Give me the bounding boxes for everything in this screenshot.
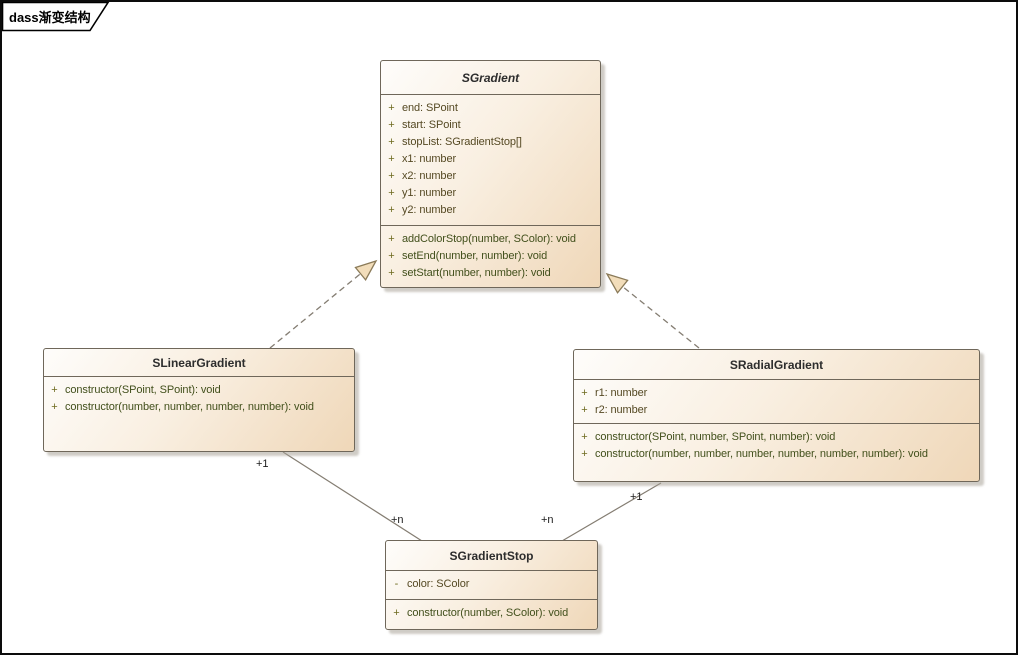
class-sgradient[interactable]: SGradient + end: SPoint + start: SPoint + sto… [380,60,601,288]
visibility-marker: + [51,401,58,413]
visibility-marker: + [388,153,395,165]
multiplicity-linear-source: +1 [256,458,269,470]
member-row: + start: SPoint [381,117,600,134]
member-text: y1: number [402,187,457,199]
visibility-marker: - [394,578,399,590]
member-row: + r1: number [574,385,979,402]
attributes-compartment-sradialgradient: + r1: number + r2: number [574,380,979,423]
visibility-marker: + [581,404,588,416]
association-radial-to-stop [561,482,662,542]
generalization-radial-to-sgradient [605,272,700,349]
member-text: constructor(number, number, number, numb… [65,401,314,413]
member-text: y2: number [402,204,457,216]
generalization-linear-to-sgradient [269,259,378,349]
visibility-marker: + [388,136,395,148]
class-title-sgradient: SGradient [381,61,600,95]
class-sradialgradient[interactable]: SRadialGradient + r1: number + r2: number +… [573,349,980,482]
member-text: r2: number [595,404,648,416]
visibility-marker: + [388,102,395,114]
member-row: + stopList: SGradientStop[] [381,134,600,151]
member-text: x1: number [402,153,457,165]
visibility-marker: + [388,267,395,279]
member-row: + constructor(number, number, number, num… [574,446,979,463]
multiplicity-linear-target: +n [391,514,404,526]
visibility-marker: + [51,384,58,396]
member-text: color: SColor [407,578,470,590]
class-title-sradialgradient: SRadialGradient [574,350,979,380]
member-row: + constructor(SPoint, SPoint): void [44,382,354,399]
visibility-marker: + [388,204,395,216]
member-row: + r2: number [574,402,979,419]
member-row: + constructor(SPoint, number, SPoint, num… [574,429,979,446]
member-row: -color: SColor [386,576,597,593]
class-title-slineargradient: SLinearGradient [44,349,354,377]
visibility-marker: + [581,431,588,443]
operations-compartment-sradialgradient: + constructor(SPoint, number, SPoint, num… [574,423,979,481]
member-text: stopList: SGradientStop[] [402,136,522,148]
member-row: + x2: number [381,168,600,185]
visibility-marker: + [388,250,395,262]
visibility-marker: + [581,387,588,399]
member-row: + end: SPoint [381,100,600,117]
class-sgradientstop[interactable]: SGradientStop -color: SColor + constructo… [385,540,598,630]
member-row: + constructor(number, number, number, num… [44,399,354,416]
frame-tab-shape [2,2,110,32]
class-title-sgradientstop: SGradientStop [386,541,597,571]
member-text: end: SPoint [402,102,458,114]
member-text: start: SPoint [402,119,461,131]
member-text: setStart(number, number): void [402,267,551,279]
visibility-marker: + [388,187,395,199]
member-text: addColorStop(number, SColor): void [402,233,576,245]
attributes-compartment-sgradientstop: -color: SColor [386,571,597,599]
member-row: + y2: number [381,202,600,219]
visibility-marker: + [388,233,395,245]
operations-compartment-sgradientstop: + constructor(number, SColor): void [386,599,597,629]
member-row: + setEnd(number, number): void [381,248,600,265]
visibility-marker: + [581,448,588,460]
frame-tab-label: dass渐变结构 [9,10,91,25]
member-text: x2: number [402,170,457,182]
member-text: r1: number [595,387,648,399]
member-row: + setStart(number, number): void [381,265,600,282]
member-text: constructor(number, SColor): void [407,607,569,619]
member-text: constructor(SPoint, SPoint): void [65,384,221,396]
attributes-compartment-sgradient: + end: SPoint + start: SPoint + stopList: SGr… [381,95,600,225]
operations-compartment-slineargradient: + constructor(SPoint, SPoint): void + const… [44,377,354,451]
multiplicity-radial-target: +n [541,514,554,526]
member-row: + y1: number [381,185,600,202]
association-linear-to-stop [282,451,423,542]
operations-compartment-sgradient: + addColorStop(number, SColor): void + setE… [381,225,600,287]
member-row: + addColorStop(number, SColor): void [381,231,600,248]
member-row: + x1: number [381,151,600,168]
member-text: constructor(number, number, number, numb… [595,448,928,460]
member-text: constructor(SPoint, number, SPoint, numb… [595,431,836,443]
visibility-marker: + [388,119,395,131]
member-row: + constructor(number, SColor): void [386,605,597,622]
frame-tab: dass渐变结构 [2,2,110,32]
multiplicity-radial-source: +1 [630,491,643,503]
class-slineargradient[interactable]: SLinearGradient + constructor(SPoint, SPo… [43,348,355,452]
member-text: setEnd(number, number): void [402,250,548,262]
visibility-marker: + [393,607,400,619]
visibility-marker: + [388,170,395,182]
